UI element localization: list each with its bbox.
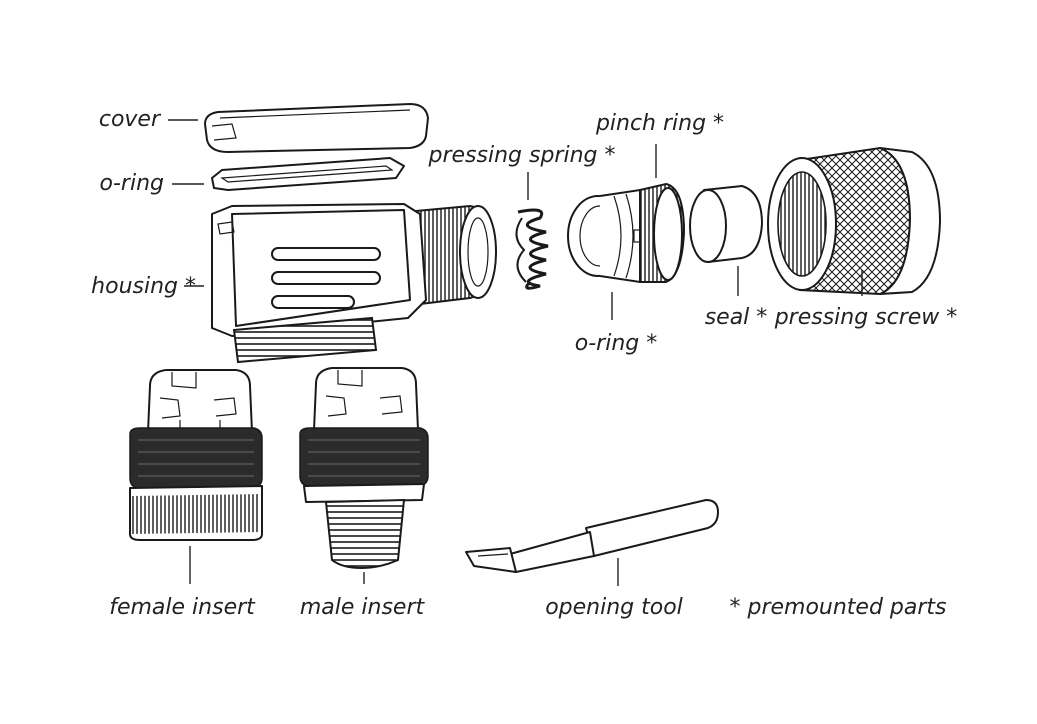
male-insert-part bbox=[299, 367, 429, 570]
female-insert-part bbox=[129, 369, 263, 541]
leader-lines bbox=[168, 119, 863, 586]
housing-part bbox=[211, 203, 497, 364]
pressing-screw-part bbox=[767, 146, 941, 296]
label-female-insert: female insert bbox=[109, 595, 256, 620]
pressing-spring-part bbox=[515, 208, 549, 290]
label-male-insert: male insert bbox=[300, 595, 426, 620]
label-premounted-parts: * premounted parts bbox=[729, 595, 946, 620]
label-cover: cover bbox=[99, 107, 162, 132]
label-o-ring-mid: o-ring * bbox=[575, 331, 657, 356]
label-o-ring-top: o-ring bbox=[100, 171, 164, 196]
label-pressing-screw: pressing screw * bbox=[774, 305, 958, 330]
o-ring-top-part bbox=[211, 157, 405, 191]
label-opening-tool: opening tool bbox=[545, 595, 683, 620]
opening-tool-part bbox=[465, 499, 719, 573]
cover-part bbox=[204, 103, 429, 153]
pinch-ring-part bbox=[639, 182, 686, 283]
label-pressing-spring: pressing spring * bbox=[428, 143, 616, 168]
seal-part bbox=[689, 185, 763, 263]
label-housing: housing * bbox=[91, 274, 196, 299]
label-pinch-ring: pinch ring * bbox=[595, 111, 724, 136]
label-seal: seal * bbox=[705, 305, 768, 330]
